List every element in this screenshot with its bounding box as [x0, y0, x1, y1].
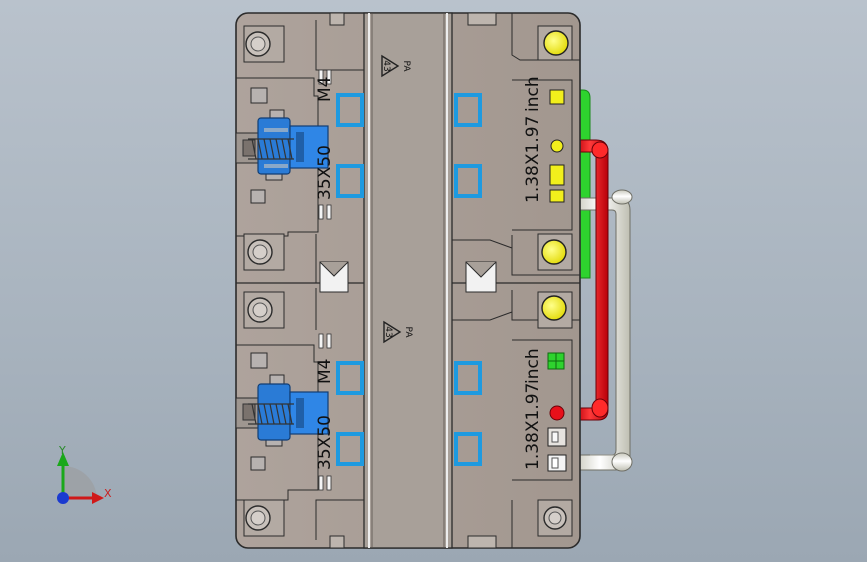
upper-recycle-code: 43	[381, 60, 391, 71]
green-port	[547, 352, 565, 370]
blue-square-ports	[336, 93, 482, 466]
coordinate-triad: Y X	[57, 444, 112, 504]
left-bolt-holes	[243, 25, 285, 537]
grey-bolt-bottom[interactable]	[537, 499, 573, 537]
yellow-port-2	[550, 139, 564, 153]
upper-size-label: 35X50	[315, 145, 335, 200]
lower-unit-label: inch	[523, 348, 543, 384]
triad-x-label: X	[104, 487, 112, 500]
red-port	[549, 405, 565, 421]
yellow-bolt-mid-b[interactable]	[537, 291, 573, 329]
lower-spring-clamp[interactable]	[235, 383, 329, 441]
center-slide[interactable]	[363, 12, 453, 549]
triad-y-label: Y	[58, 444, 66, 457]
lower-recycle-mark: 43 PA	[383, 320, 413, 344]
yellow-port-4	[549, 189, 565, 203]
v-blocks	[319, 261, 497, 293]
yellow-port-3	[549, 164, 565, 186]
yellow-bolt-mid-a[interactable]	[537, 233, 573, 271]
lower-dimension-label: 1.38X1.97	[523, 383, 543, 470]
lower-thread-label: M4	[315, 359, 335, 384]
white-marks	[318, 69, 332, 491]
upper-dimension-label: 1.38X1.97	[523, 116, 543, 203]
z-axis-dot	[57, 492, 69, 504]
upper-recycle-mark: 43 PA	[381, 54, 411, 78]
right-fittings[interactable]	[537, 25, 573, 537]
upper-thread-label: M4	[315, 77, 335, 102]
lower-recycle-material: PA	[403, 326, 413, 338]
lower-size-label: 35X50	[315, 415, 335, 470]
upper-unit-label: inch	[523, 76, 543, 112]
upper-spring-clamp[interactable]	[235, 117, 329, 175]
upper-recycle-material: PA	[401, 60, 411, 72]
yellow-port-1	[549, 89, 565, 105]
lower-recycle-code: 43	[383, 326, 393, 337]
tubing-assembly[interactable]	[574, 89, 633, 472]
yellow-bolt-top[interactable]	[537, 25, 573, 61]
